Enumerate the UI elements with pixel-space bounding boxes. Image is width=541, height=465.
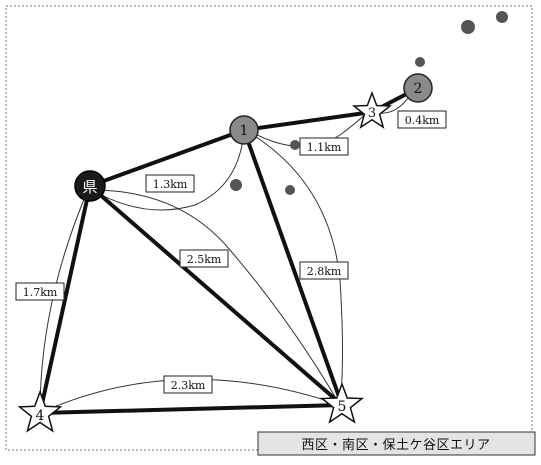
arc-1-5 — [244, 129, 343, 406]
distance-box — [179, 249, 229, 268]
node-1-label: 1 — [240, 123, 249, 139]
map-frame — [5, 5, 533, 451]
distance-box — [163, 375, 213, 394]
distance-text: 2.3km — [171, 379, 206, 392]
edge-4-5 — [38, 403, 344, 415]
node-5-label: 5 — [338, 399, 347, 415]
route-edges — [38, 86, 420, 415]
location-dot — [415, 57, 425, 67]
distance-label-ken-5: 2.5km — [179, 249, 229, 268]
location-dots — [230, 11, 508, 195]
distance-text: 1.1km — [307, 141, 342, 154]
distance-label-ken-1: 1.3km — [145, 174, 195, 193]
location-dot — [290, 140, 300, 150]
node-1-circle — [229, 115, 259, 145]
node-3: 3 — [351, 90, 393, 129]
node-ken-label: 県 — [82, 178, 97, 196]
node-5: 5 — [319, 381, 365, 424]
node-2-circle — [403, 73, 433, 103]
distance-label-4-5: 2.3km — [163, 375, 213, 394]
location-dot — [496, 11, 508, 23]
distance-text: 2.8km — [307, 265, 342, 278]
distance-label-2-3: 0.4km — [397, 110, 447, 129]
location-dot — [285, 185, 295, 195]
arc-1-3 — [247, 109, 371, 147]
area-label: 西区・南区・保土ケ谷区エリア — [257, 431, 536, 456]
distance-text: 2.5km — [187, 253, 222, 266]
edge-ken-5 — [88, 184, 344, 407]
node-3-label: 3 — [368, 106, 376, 121]
distance-box — [299, 137, 349, 156]
star-icon — [351, 90, 393, 129]
location-dot — [230, 179, 242, 191]
edge-ken-4 — [38, 184, 92, 415]
node-1: 1 — [229, 115, 259, 145]
distance-box — [397, 110, 447, 129]
edge-ken-1 — [88, 128, 246, 188]
edge-1-3 — [242, 110, 374, 132]
node-ken-circle — [74, 170, 106, 202]
node-2-label: 2 — [414, 81, 423, 97]
distance-text: 0.4km — [405, 114, 440, 127]
distance-label-1-5: 2.8km — [299, 261, 349, 280]
distance-box — [299, 261, 349, 280]
star-icon — [17, 389, 63, 433]
distance-box — [145, 174, 195, 193]
node-ken: 県 — [74, 170, 106, 202]
node-4-label: 4 — [36, 408, 45, 424]
arc-ken-1 — [91, 129, 245, 211]
star-icon — [319, 381, 365, 424]
distance-box — [15, 282, 65, 301]
area-label-box — [257, 431, 536, 456]
node-2: 2 — [403, 73, 433, 103]
area-label-text: 西区・南区・保土ケ谷区エリア — [301, 437, 490, 453]
arc-ken-5 — [91, 189, 341, 406]
distance-label-ken-4: 1.7km — [15, 282, 65, 301]
distance-label-1-3: 1.1km — [299, 137, 349, 156]
distance-text: 1.7km — [23, 286, 58, 299]
node-4: 4 — [17, 389, 63, 433]
edge-1-5 — [242, 128, 344, 407]
distance-text: 1.3km — [153, 178, 188, 191]
location-dot — [461, 20, 475, 34]
